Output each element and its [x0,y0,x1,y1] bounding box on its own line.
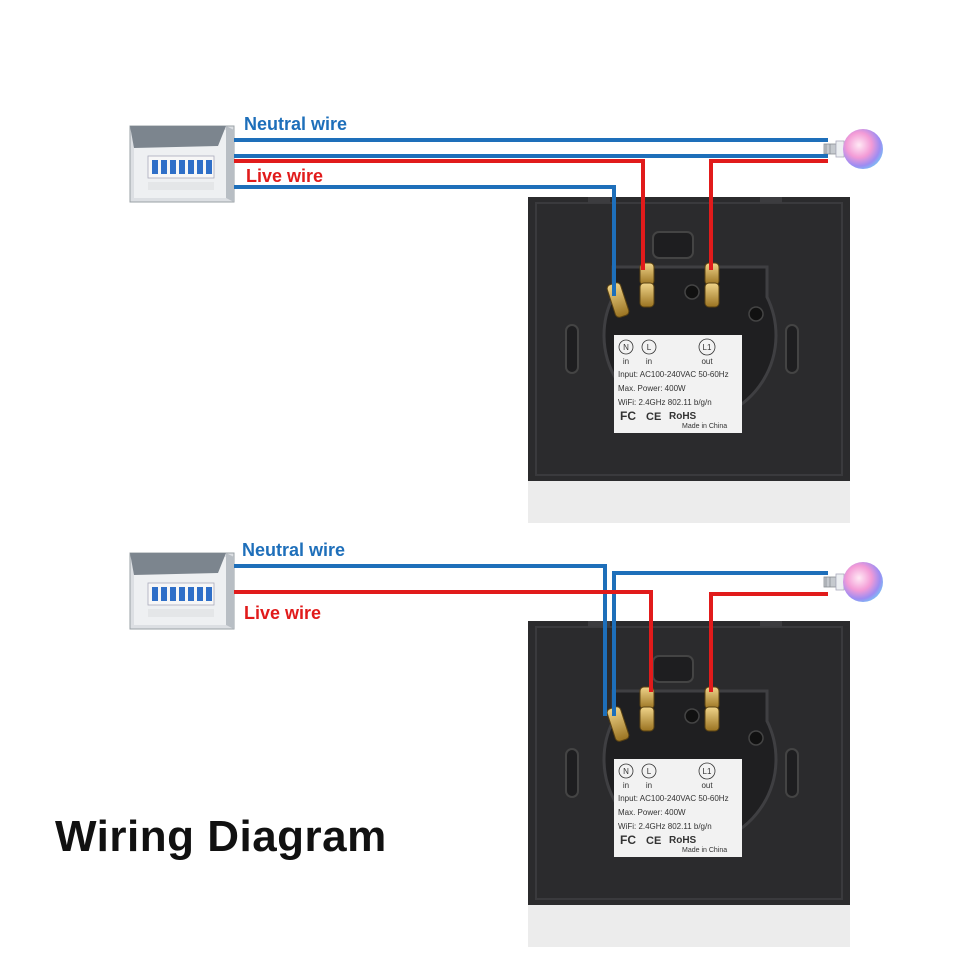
neutral-to-switch-wire [234,185,616,296]
terminal-l-direction: in [646,357,652,366]
wiring-bottom [234,564,828,716]
fcc-mark: FC [620,409,636,423]
neutral-wire-path [234,564,607,716]
switch-back-plate [526,195,852,525]
neutral-to-bulb-wire [612,571,828,716]
terminal-l-symbol: L [647,343,652,352]
neutral-wire-label: Neutral wire [242,540,345,560]
spec-origin: Made in China [682,847,727,854]
breaker-panel-icon [129,125,235,203]
spec-power: Max. Power: 400W [618,808,686,817]
terminal-n-direction: in [623,781,629,790]
switch-spec-label: N in L in L1 out Input: AC100-240VAC 50-… [618,338,729,430]
terminal-n-icon [618,763,634,779]
live-wire-path [234,159,645,270]
terminal-l-icon [641,763,657,779]
spec-power: Max. Power: 400W [618,384,686,393]
switch-spec-label: N in L in L1 out Input: AC100-240VAC 50-… [618,762,729,854]
terminal-l-direction: in [646,781,652,790]
neutral-wire-label: Neutral wire [244,114,347,134]
terminal-l1-symbol: L1 [703,343,712,352]
terminal-l-symbol: L [647,767,652,776]
ce-mark: CE [646,411,661,423]
spec-origin: Made in China [682,423,727,430]
terminal-l1-icon [698,762,716,780]
rohs-mark: RoHS [669,835,697,846]
spec-wifi: WiFi: 2.4GHz 802.11 b/g/n [618,398,712,407]
terminal-n-icon [618,339,634,355]
live-wire-label: Live wire [246,166,323,186]
smart-bulb-icon [823,561,884,603]
terminal-n-symbol: N [623,767,629,776]
terminal-n-symbol: N [623,343,629,352]
terminal-l1-icon [698,338,716,356]
terminal-l1-direction: out [701,781,713,790]
smart-bulb-icon [823,128,884,170]
switched-live-wire [709,159,828,270]
ce-mark: CE [646,835,661,847]
switched-live-wire [709,592,828,692]
terminal-n-direction: in [623,357,629,366]
live-wire-label: Live wire [244,603,321,623]
terminal-l-icon [641,339,657,355]
spec-wifi: WiFi: 2.4GHz 802.11 b/g/n [618,822,712,831]
page-title: Wiring Diagram [55,812,387,861]
live-wire-path [234,590,653,692]
spec-input: Input: AC100-240VAC 50-60Hz [618,794,729,803]
panel-bottom: Neutral wire Live wire N in L in L1 out … [129,540,884,949]
spec-input: Input: AC100-240VAC 50-60Hz [618,370,729,379]
panel-top: Neutral wire Live wire N in L in L1 out … [129,114,884,525]
fcc-mark: FC [620,833,636,847]
terminal-l1-direction: out [701,357,713,366]
neutral-wire-path [234,138,828,158]
terminal-l1-symbol: L1 [703,767,712,776]
wiring-top [234,138,828,296]
rohs-mark: RoHS [669,411,697,422]
breaker-panel-icon [129,552,235,630]
switch-back-plate [526,619,852,949]
